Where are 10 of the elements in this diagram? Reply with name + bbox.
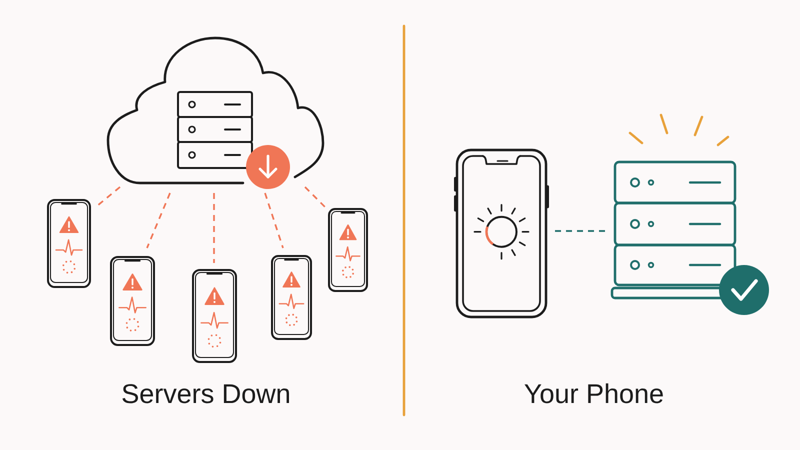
server-rack xyxy=(610,160,736,300)
caption: Servers Down xyxy=(122,384,289,404)
caption: Your Phone xyxy=(524,383,663,404)
dashed-line xyxy=(304,186,326,208)
dashed-line xyxy=(264,192,284,248)
dashed-line xyxy=(555,230,605,232)
dashed-line xyxy=(96,186,121,207)
cloud xyxy=(106,36,324,184)
dashed-line xyxy=(213,193,215,263)
dashed-line xyxy=(146,192,171,248)
